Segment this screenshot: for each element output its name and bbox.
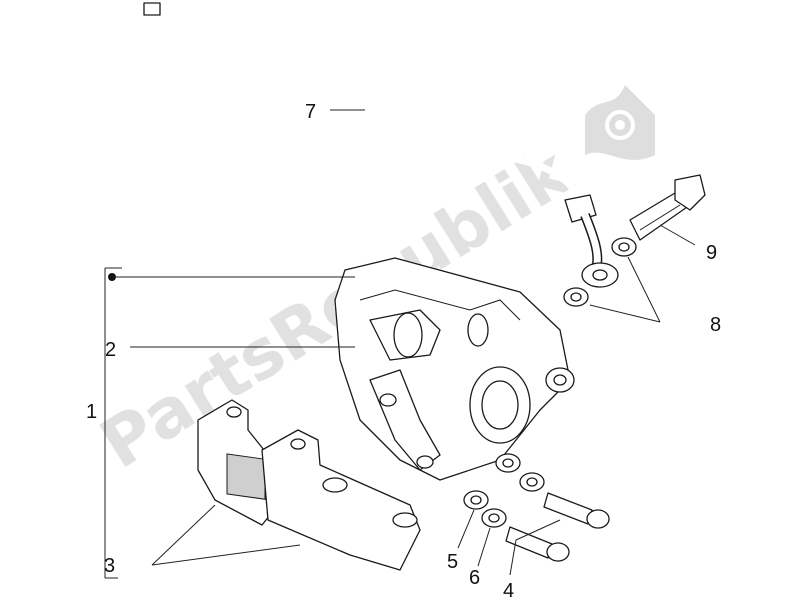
callout-8: 8 [710,314,721,336]
callout-6: 6 [469,567,480,589]
callout-3: 3 [104,555,115,577]
callout-4: 4 [503,580,514,600]
washers [463,453,545,528]
brake-caliper [334,257,575,481]
callout-9: 9 [706,242,717,264]
callouts: 1 2 3 4 5 6 7 8 9 [86,101,721,600]
gear-flag-icon [585,85,655,160]
caliper-bolts [505,492,610,562]
callout-7: 7 [305,101,316,123]
callout-2: 2 [105,339,116,361]
brake-pads [197,399,421,571]
banjo-bolt [629,174,706,241]
callout-5: 5 [447,551,458,573]
callout-1: 1 [86,401,97,423]
leader-lines [104,109,696,579]
copper-washers [563,237,637,307]
brake-hose [143,2,619,288]
hose-end-top [143,2,161,16]
